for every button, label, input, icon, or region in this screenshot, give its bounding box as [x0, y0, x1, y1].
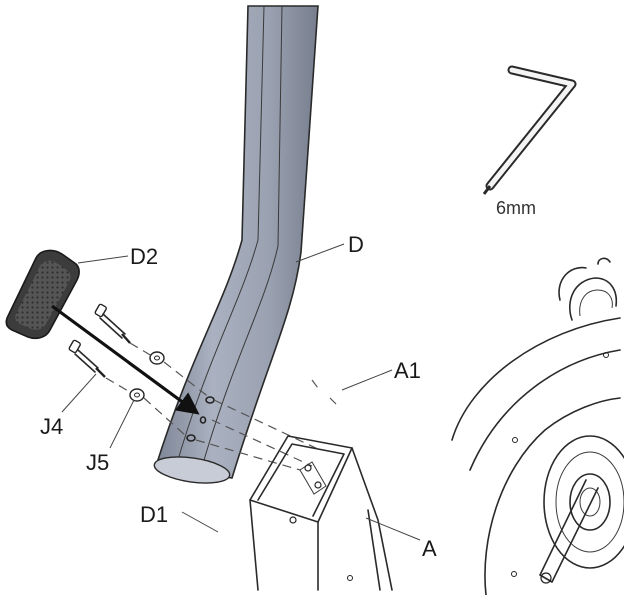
leader-lines: [61, 243, 421, 541]
bolt-j4-lower: [68, 339, 106, 378]
washer-j5-upper: [149, 351, 165, 365]
label-d: D: [348, 232, 364, 257]
label-j4: J4: [40, 414, 63, 439]
label-wrench-size: 6mm: [496, 198, 536, 218]
foot-pedal-d2: [5, 249, 80, 340]
frame-bracket-a: [249, 435, 393, 591]
assembly-arrow: [51, 304, 200, 415]
washer-j5-lower: [129, 388, 145, 402]
tube-bolt-holes: [186, 396, 215, 442]
label-d1: D1: [140, 502, 168, 527]
bike-body: [451, 257, 624, 595]
bolt-j4-upper: [94, 303, 131, 344]
allen-key-icon: [482, 65, 577, 195]
label-a: A: [422, 536, 437, 561]
label-a1: A1: [394, 358, 421, 383]
label-d2: D2: [130, 244, 158, 269]
label-j5: J5: [86, 450, 109, 475]
handlebar-tube-d: [153, 5, 319, 484]
alignment-lines: [105, 342, 337, 471]
